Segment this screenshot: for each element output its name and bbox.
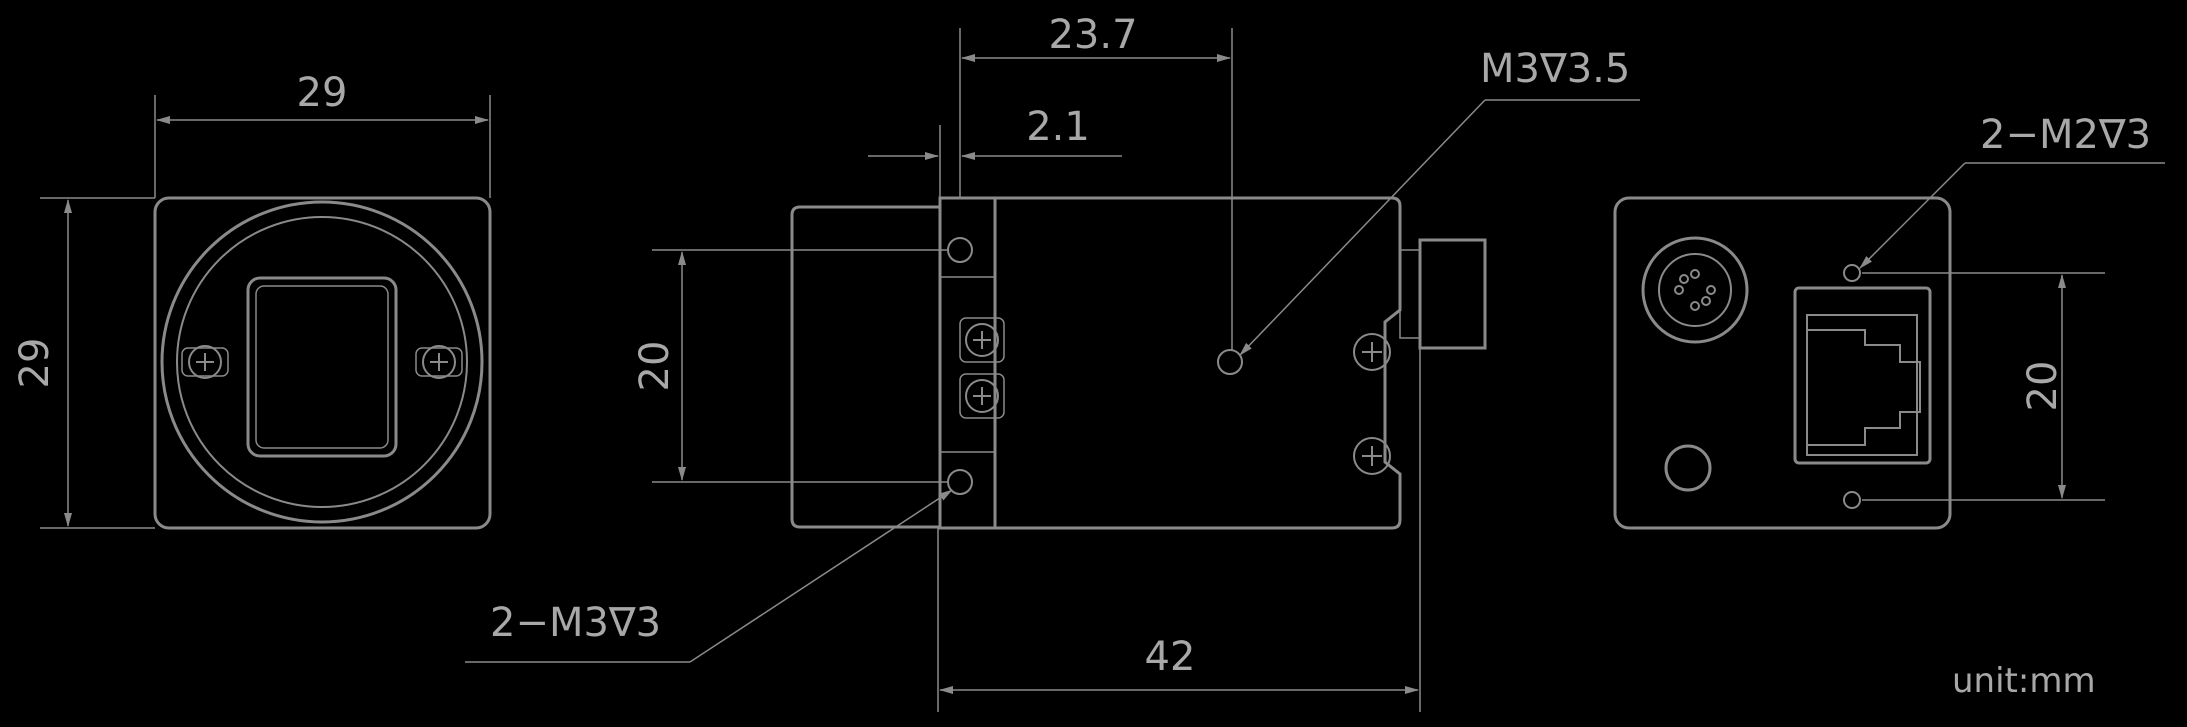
back-thread-leader	[1859, 162, 1966, 269]
back-thread-callout: 2−M2∇3	[1980, 112, 2151, 158]
back-hole-lower-icon	[1843, 491, 1861, 509]
rear-connector-outline	[1418, 238, 1487, 350]
top-thread-leader	[1239, 99, 1486, 356]
camera-body-outline	[993, 196, 1402, 530]
back-body-outline	[1613, 196, 1952, 530]
side-hole-spacing-label: 20	[632, 341, 678, 392]
front-width-label: 29	[297, 70, 348, 116]
lens-cylinder-outline	[790, 205, 942, 529]
lens-mount-inner-ring	[176, 216, 468, 508]
side-hole-upper-icon	[947, 237, 973, 263]
status-led-icon	[1664, 444, 1712, 492]
front-screw-left-icon	[181, 345, 229, 379]
body-screw-upper-icon	[1353, 333, 1391, 371]
back-hole-upper-icon	[1843, 264, 1861, 282]
lens-mount-outer-ring	[160, 200, 484, 524]
front-height-label: 29	[12, 338, 58, 389]
front-body-outline	[153, 196, 492, 530]
side-thread-leader	[689, 489, 953, 663]
side-thread-callout: 2−M3∇3	[490, 600, 661, 646]
back-hole-spacing-label: 20	[2020, 361, 2066, 412]
flange-screw-upper-icon	[959, 317, 1005, 363]
sensor-window-inner	[255, 285, 389, 449]
ethernet-port-icon	[1793, 286, 1932, 465]
body-screw-lower-icon	[1353, 437, 1391, 475]
back-view: 20 2−M2∇3	[1613, 112, 2165, 530]
front-view: 29 29	[12, 70, 492, 530]
flange-thickness-label: 2.1	[1026, 104, 1090, 150]
sensor-window	[246, 276, 398, 458]
io-connector-icon	[1641, 236, 1749, 344]
side-view: 23.7 2.1 20 42 M3∇3.5 2−M3∇3	[465, 12, 1640, 712]
unit-label: unit:mm	[1952, 661, 2096, 701]
flange-offset-label: 23.7	[1048, 12, 1137, 58]
body-length-label: 42	[1145, 634, 1196, 680]
flange-screw-lower-icon	[959, 373, 1005, 419]
top-thread-hole-icon	[1217, 349, 1243, 375]
top-thread-callout: M3∇3.5	[1480, 46, 1630, 92]
front-screw-right-icon	[415, 345, 463, 379]
